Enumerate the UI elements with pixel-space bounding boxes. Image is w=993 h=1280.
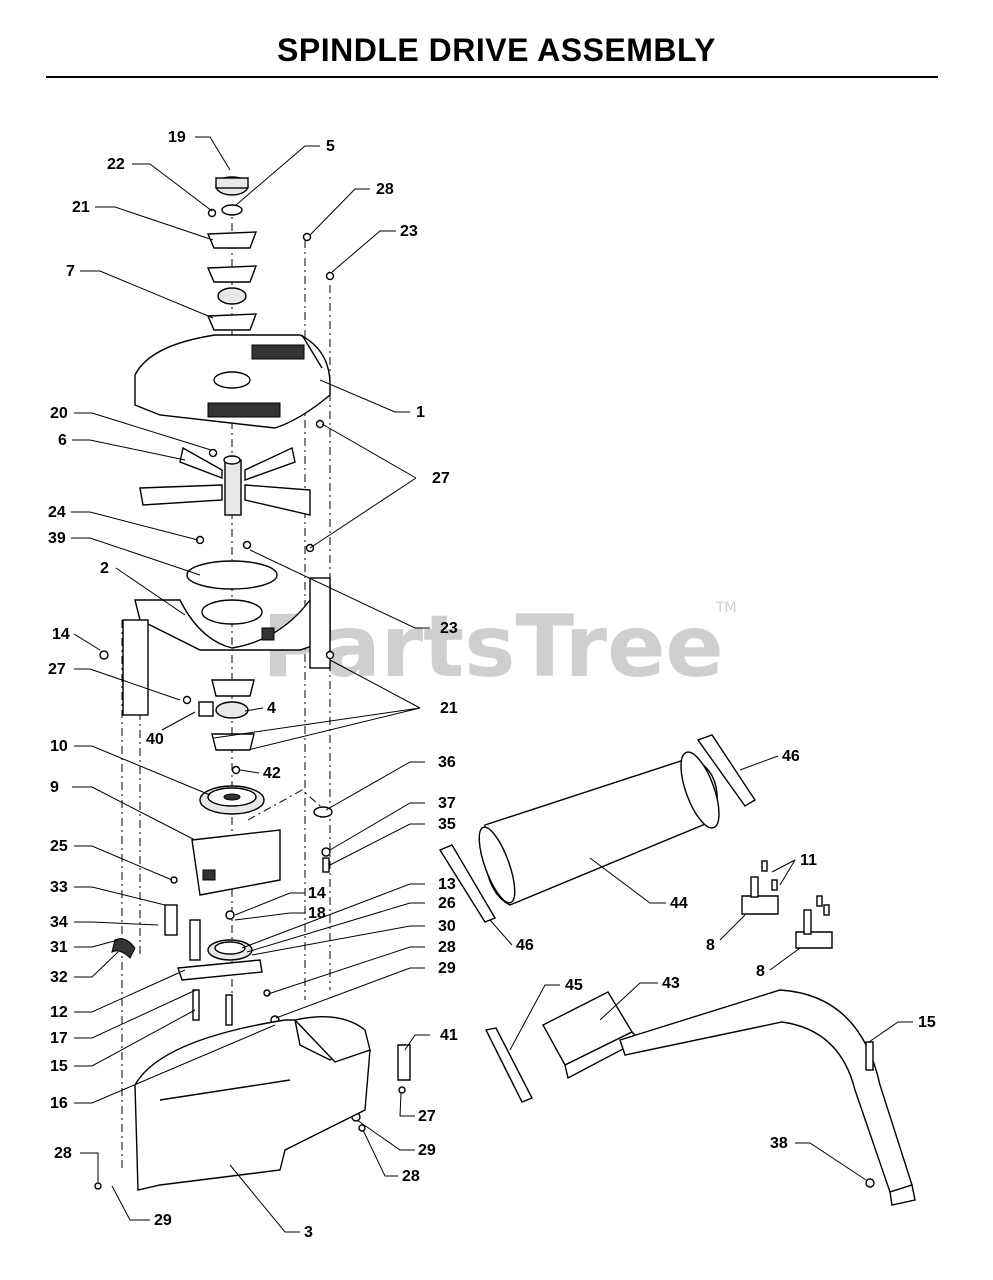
callout-35: 35 [438,816,456,833]
callout-22: 22 [107,156,125,173]
callout-41: 41 [440,1027,458,1044]
drive-pulley [199,785,265,815]
callout-2: 2 [100,560,109,577]
leader-lines [71,136,913,1233]
watermark-tm: TM [715,600,737,616]
callout-27: 27 [48,661,66,678]
callout-30: 30 [438,918,456,935]
callout-14: 14 [52,626,70,643]
callout-3: 3 [304,1224,313,1241]
callout-25: 25 [50,838,68,855]
callout-38: 38 [770,1135,788,1152]
callout-27: 27 [418,1108,436,1125]
impeller [139,446,311,516]
blower-housing [122,560,331,716]
callout-40: 40 [146,731,164,748]
callout-46: 46 [782,748,800,765]
callout-36: 36 [438,754,456,771]
callout-29: 29 [438,960,456,977]
callout-13: 13 [438,876,456,893]
callout-7: 7 [66,263,75,280]
bag-straps [438,734,756,1103]
callout-44: 44 [670,895,688,912]
chute-tube [542,989,916,1206]
callout-10: 10 [50,738,68,755]
callout-12: 12 [50,1004,68,1021]
callout-34: 34 [50,914,68,931]
idler-assembly [111,904,263,1026]
callout-1: 1 [416,404,425,421]
callout-17: 17 [50,1030,68,1047]
callout-4: 4 [267,700,276,717]
discharge-chute [134,1015,411,1191]
callout-45: 45 [565,977,583,994]
mounting-brackets [741,860,833,949]
callout-42: 42 [263,765,281,782]
callout-46: 46 [516,937,534,954]
callout-21: 21 [440,700,458,717]
cover-plate [134,334,331,429]
callout-28: 28 [438,939,456,956]
callout-21: 21 [72,199,90,216]
callout-15: 15 [50,1058,68,1075]
callout-26: 26 [438,895,456,912]
callout-11: 11 [800,852,817,869]
callout-29: 29 [418,1142,436,1159]
callout-23: 23 [400,223,418,240]
callout-33: 33 [50,879,68,896]
callout-29: 29 [154,1212,172,1229]
callout-43: 43 [662,975,680,992]
title-rule [46,76,938,78]
watermark-text: PartsTree [262,597,724,697]
top-bearing-stack [206,176,258,331]
callout-37: 37 [438,795,456,812]
callout-24: 24 [48,504,66,521]
callout-6: 6 [58,432,67,449]
belt-guard [191,829,281,896]
callout-labels: 19 5 22 28 21 23 7 1 20 6 27 24 39 2 23 … [48,129,936,1241]
collection-bag [478,751,720,906]
lower-bearing-stack [198,679,255,751]
callout-32: 32 [50,969,68,986]
callout-15: 15 [918,1014,936,1031]
callout-20: 20 [50,405,68,422]
watermark: PartsTree TM [262,597,737,697]
callout-16: 16 [50,1095,68,1112]
callout-28: 28 [54,1145,72,1162]
callout-28: 28 [376,181,394,198]
callout-9: 9 [50,779,59,796]
callout-28: 28 [402,1168,420,1185]
callout-5: 5 [326,138,335,155]
callout-23: 23 [440,620,458,637]
callout-27: 27 [432,470,450,487]
callout-8: 8 [756,963,765,980]
page-title: SPINDLE DRIVE ASSEMBLY [277,32,716,68]
callout-31: 31 [50,939,68,956]
callout-19: 19 [168,129,186,146]
callout-18: 18 [308,905,326,922]
callout-39: 39 [48,530,66,547]
callout-8: 8 [706,937,715,954]
callout-14: 14 [308,885,326,902]
